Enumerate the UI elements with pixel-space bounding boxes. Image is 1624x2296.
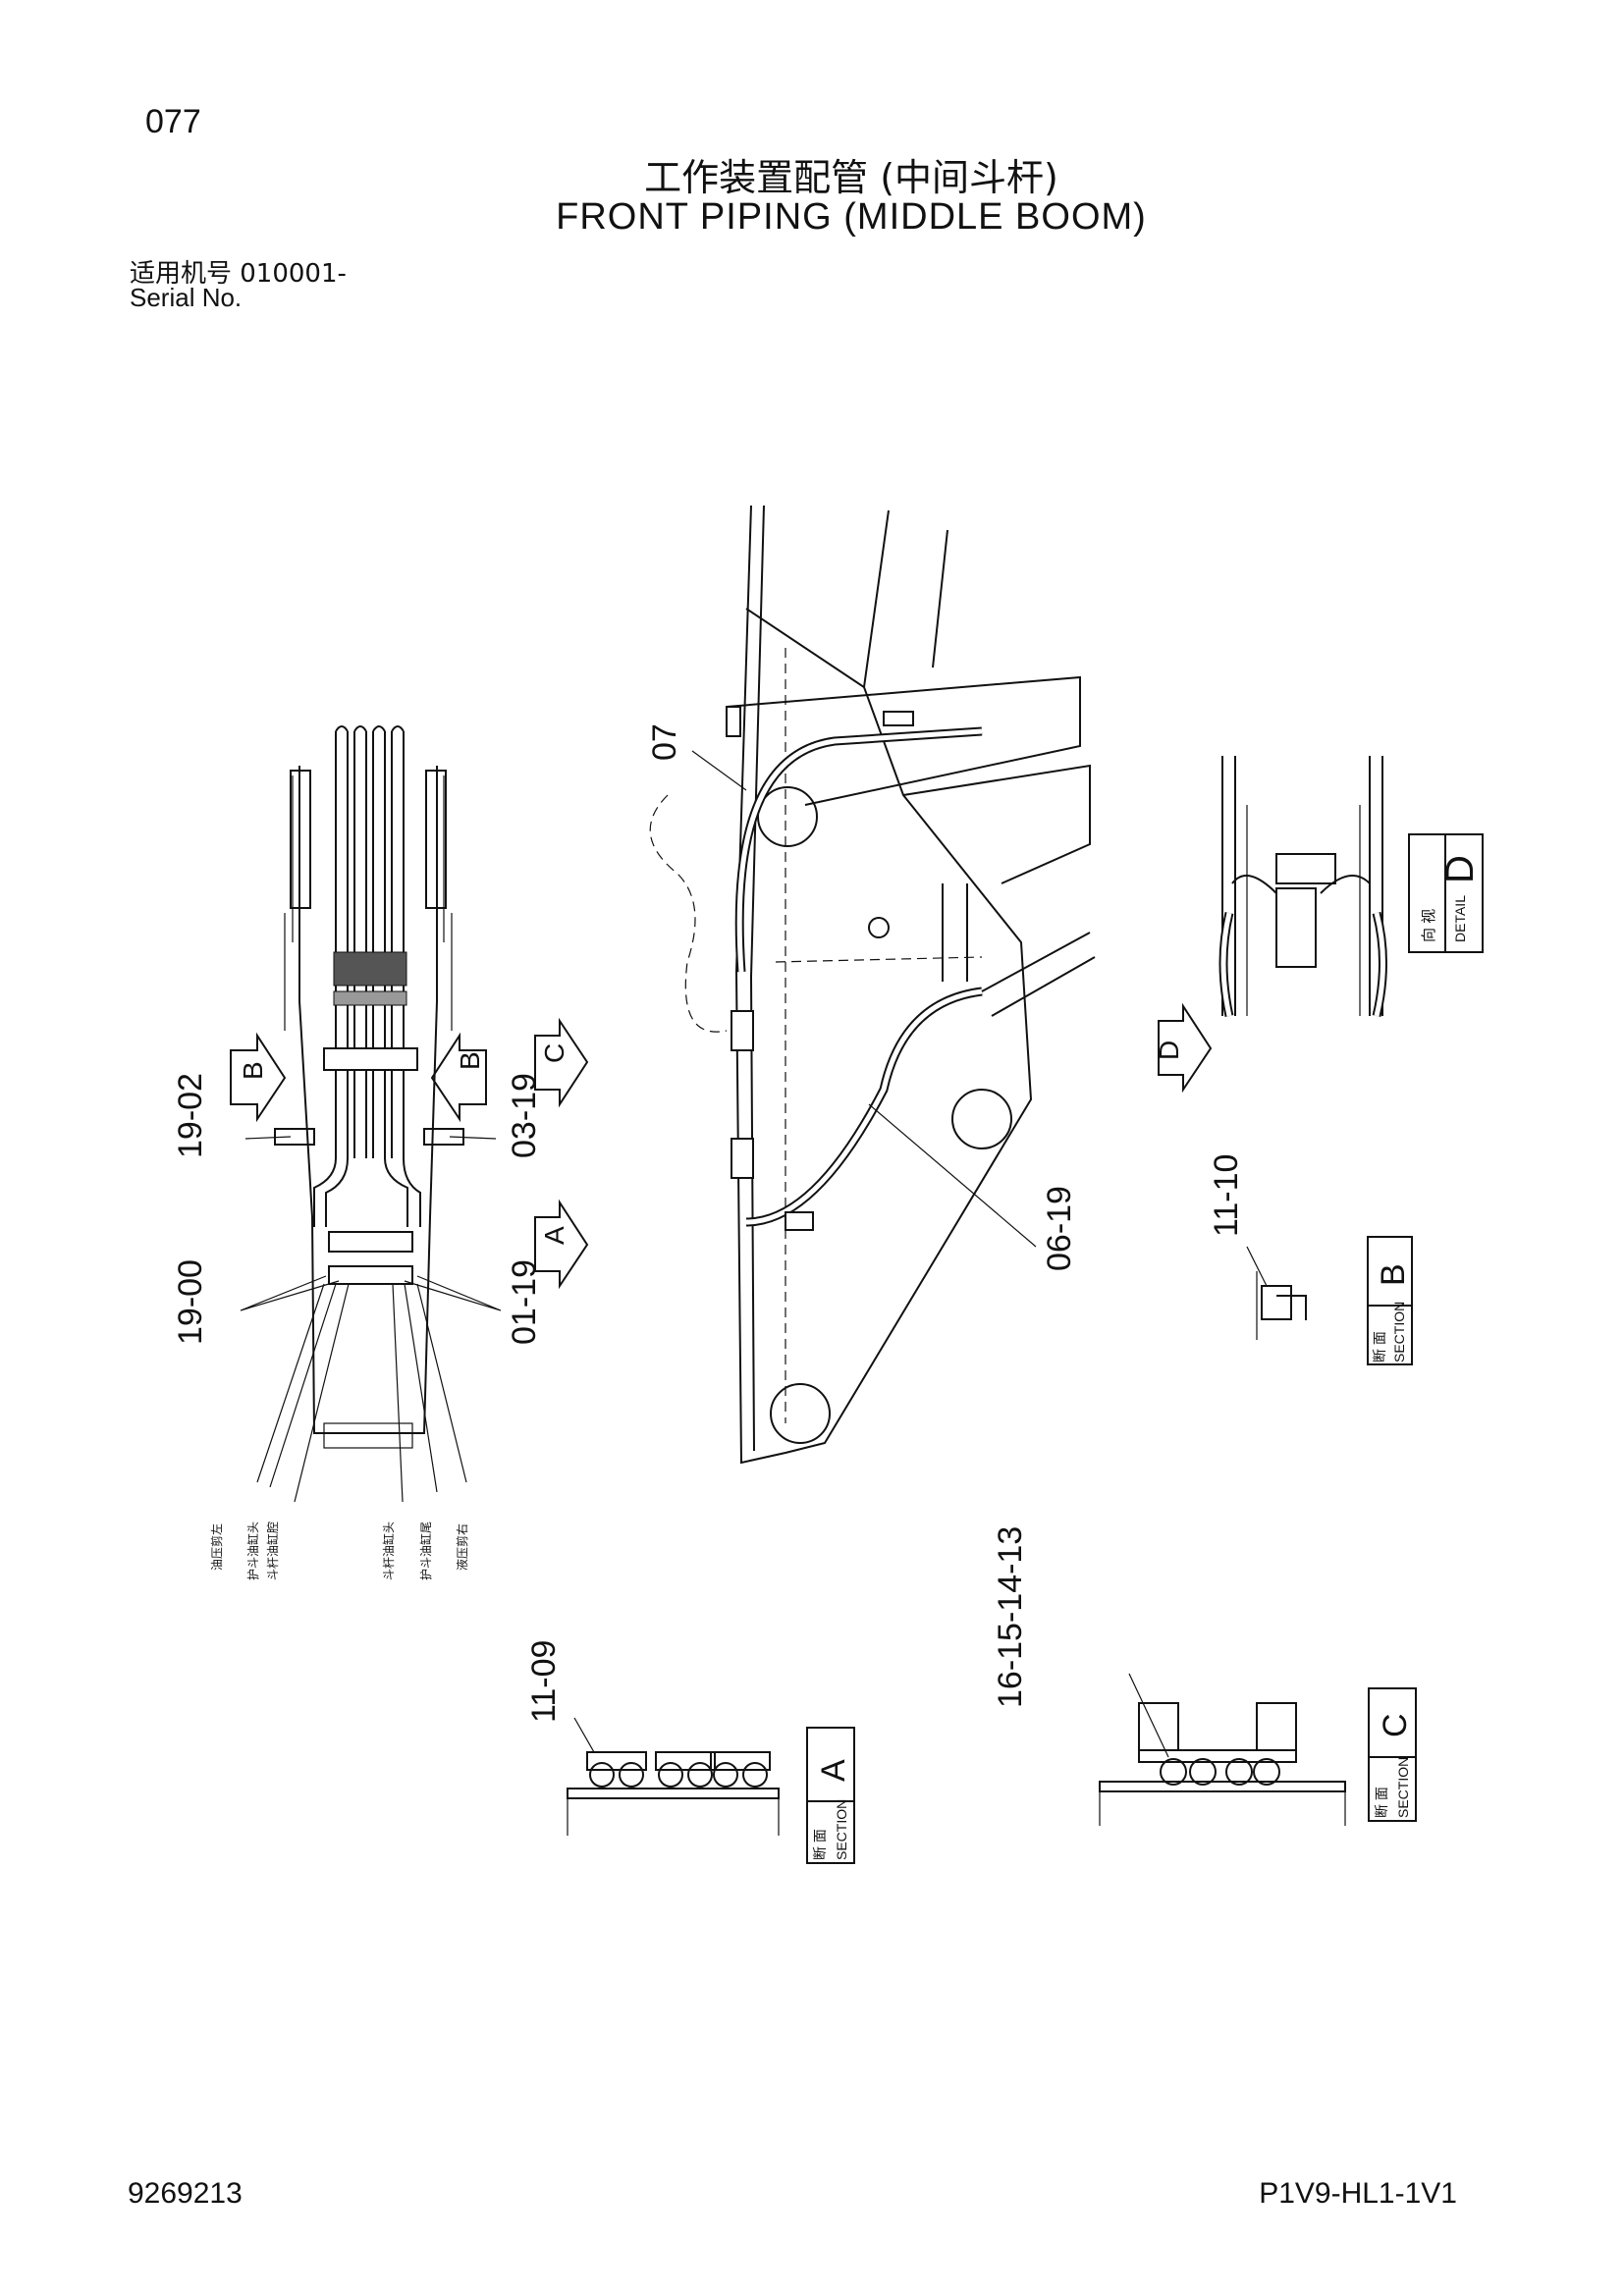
page-title-chinese: 工作装置配管 (中间斗杆): [644, 156, 1058, 199]
side-view-boom: [649, 505, 1096, 1465]
hose-label: 液压剪右: [455, 1523, 469, 1571]
svg-text:D: D: [1438, 855, 1482, 883]
view-marker-b-left: B: [230, 1032, 287, 1123]
section-a-label-box: 断 面 SECTION A: [806, 1727, 855, 1864]
callout-19-02: 19-02: [172, 1073, 209, 1158]
model-code: P1V9-HL1-1V1: [1259, 2177, 1457, 2210]
svg-text:C: C: [539, 1043, 569, 1063]
hose-label: 斗杆油缸腔: [265, 1522, 280, 1580]
serial-label-english: Serial No.: [130, 283, 243, 312]
callout-07: 07: [646, 723, 683, 761]
svg-text:SECTION: SECTION: [1391, 1302, 1407, 1362]
svg-text:断 面: 断 面: [1374, 1787, 1389, 1818]
svg-text:SECTION: SECTION: [1395, 1757, 1411, 1818]
section-a-detail: [567, 1717, 780, 1836]
section-b-detail: [1246, 1246, 1307, 1340]
callout-11-09: 11-09: [525, 1640, 563, 1723]
callout-19-00: 19-00: [172, 1259, 209, 1345]
view-marker-a: A: [534, 1199, 589, 1290]
svg-text:断 面: 断 面: [1372, 1331, 1387, 1362]
detail-d-view: [1218, 756, 1387, 1018]
view-marker-d: D: [1154, 1002, 1213, 1094]
page-title-english: FRONT PIPING (MIDDLE BOOM): [556, 196, 1147, 238]
callout-06-19: 06-19: [1041, 1186, 1078, 1271]
svg-text:向 视: 向 视: [1421, 909, 1437, 942]
callout-11-10: 11-10: [1208, 1154, 1245, 1237]
view-marker-c: C: [534, 1017, 589, 1108]
hose-fan: [256, 1283, 467, 1503]
serial-label-chinese: 适用机号 010001-: [130, 259, 347, 289]
svg-text:SECTION: SECTION: [834, 1799, 849, 1860]
svg-text:C: C: [1377, 1713, 1414, 1737]
steel-pipes: [335, 725, 405, 1158]
callout-01-19: 01-19: [506, 1259, 543, 1345]
top-view-assembly: [240, 725, 502, 1503]
page-number: 077: [145, 103, 201, 140]
hose-label: 油压剪左: [209, 1523, 224, 1571]
section-c-label-box: 断 面 SECTION C: [1368, 1687, 1417, 1822]
svg-text:A: A: [815, 1759, 852, 1782]
document-number: 9269213: [128, 2177, 243, 2210]
hose-label: 护斗油缸尾: [418, 1522, 433, 1580]
hose-label: 护斗油缸头: [245, 1522, 260, 1580]
section-c-detail: [1099, 1673, 1346, 1826]
section-b-label-box: 断 面 SECTION B: [1367, 1236, 1413, 1365]
svg-text:A: A: [539, 1226, 569, 1245]
svg-text:DETAIL: DETAIL: [1452, 895, 1468, 942]
hose-label: 斗杆油缸头: [381, 1522, 396, 1580]
hose-labels: 油压剪左 护斗油缸头 斗杆油缸腔 斗杆油缸头 护斗油缸尾 液压剪右: [209, 1522, 469, 1580]
svg-text:断 面: 断 面: [812, 1829, 828, 1860]
svg-text:B: B: [1375, 1263, 1412, 1286]
svg-text:B: B: [238, 1061, 268, 1080]
callout-03-19: 03-19: [506, 1073, 543, 1158]
view-marker-b-right: B: [430, 1032, 487, 1123]
detail-d-label-box: 向 视 DETAIL D: [1408, 833, 1484, 953]
svg-text:D: D: [1154, 1041, 1184, 1060]
svg-text:B: B: [455, 1051, 485, 1070]
callout-16-15-14-13: 16-15-14-13: [992, 1526, 1029, 1708]
